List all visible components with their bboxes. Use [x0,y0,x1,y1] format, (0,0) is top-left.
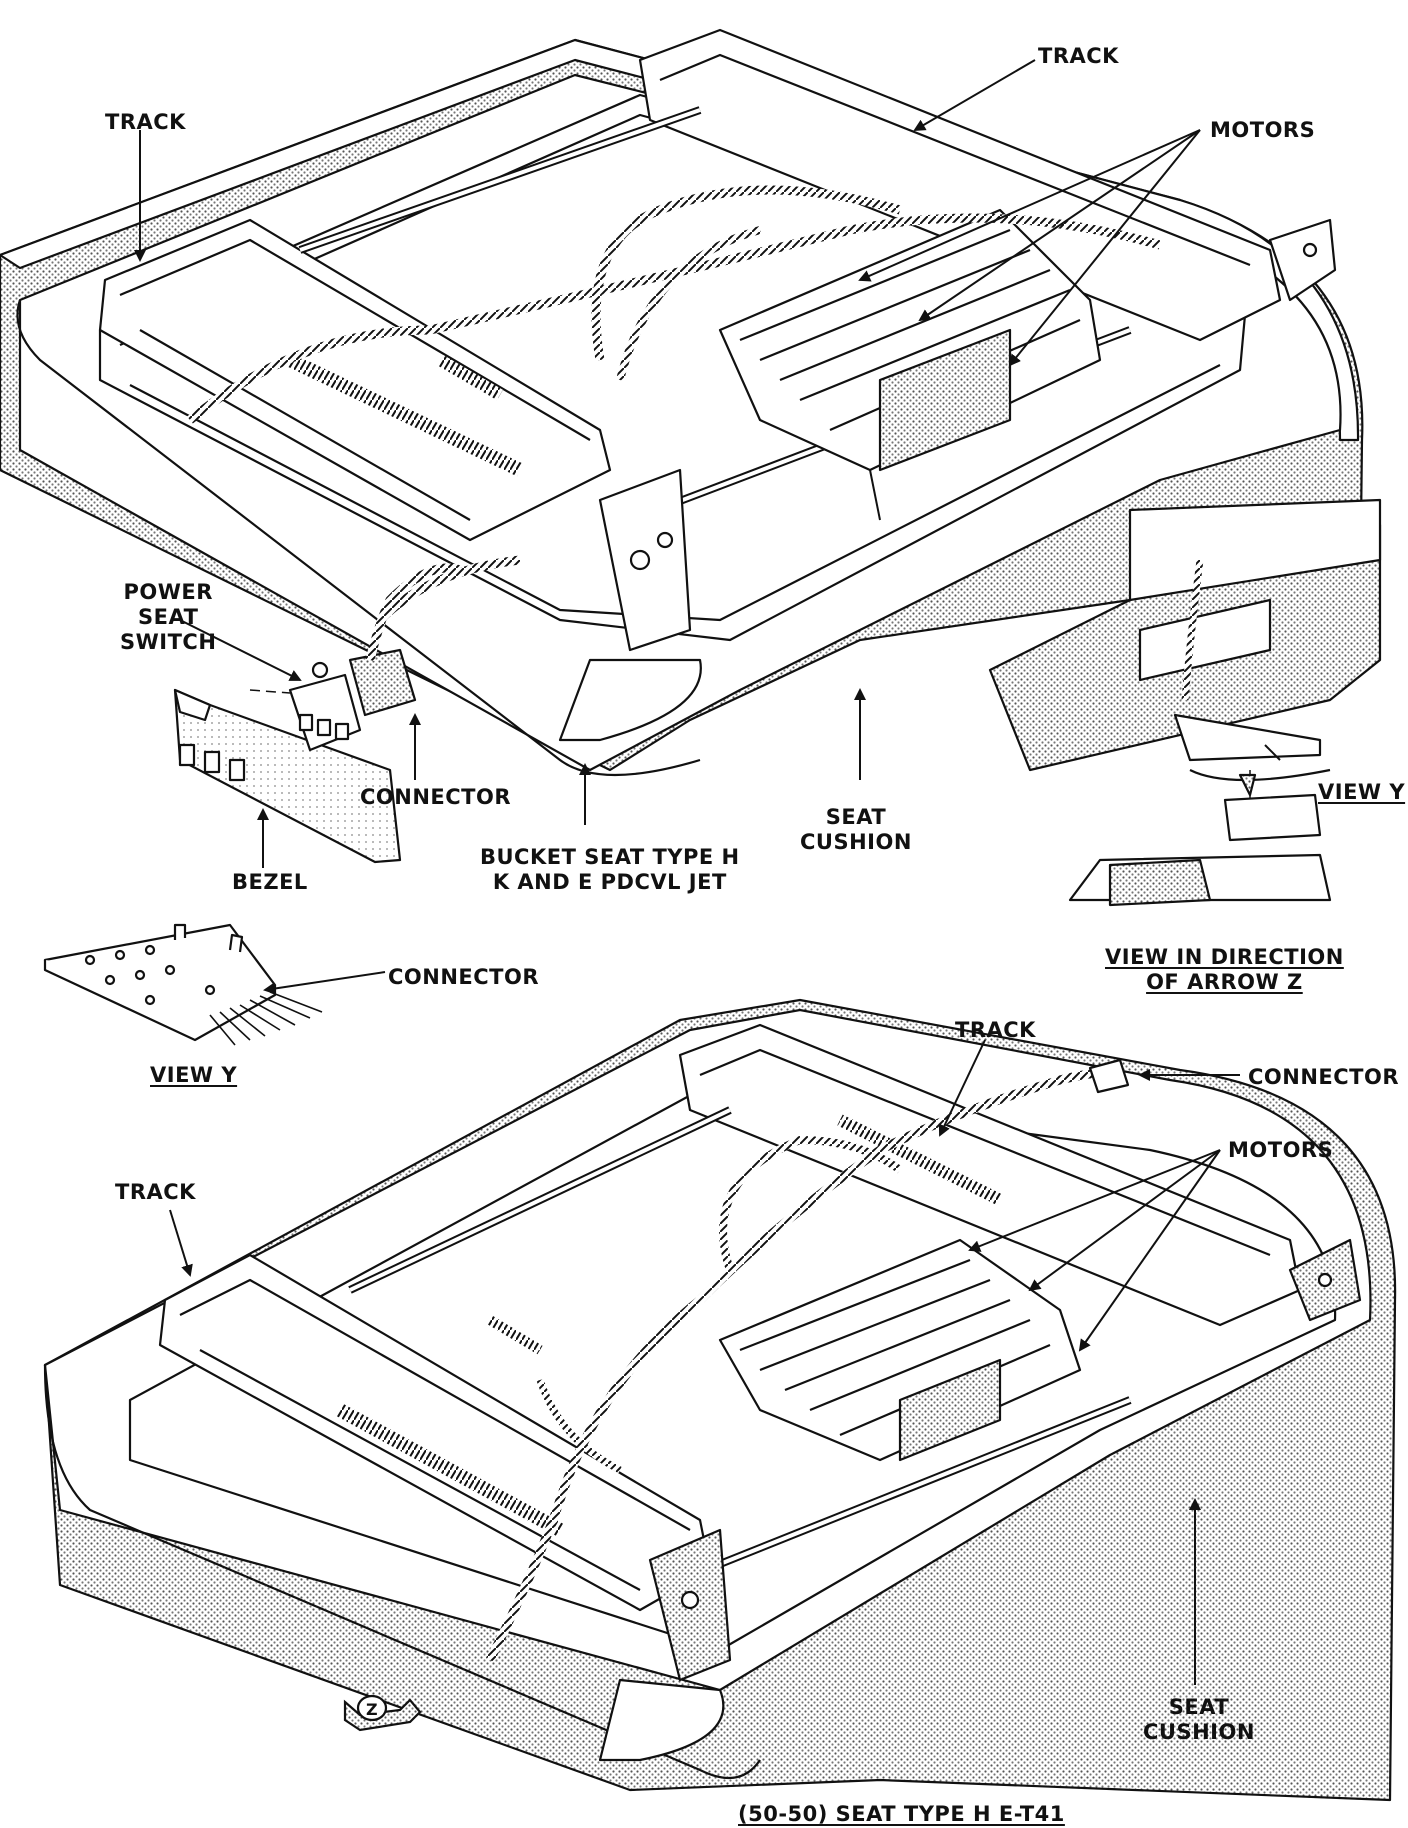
top-seat-assembly [0,28,1364,777]
seat-cushion-bottom-line-1: SEAT [1168,1695,1230,1719]
power-seat-switch-line-3: SWITCH [120,630,217,654]
label-bucket-seat-caption: BUCKET SEAT TYPE H K AND E PDCVL JET [480,845,740,895]
top-harness [187,213,1162,424]
label-motors-bottom: MOTORS [1228,1138,1334,1162]
label-seat-cushion-top: SEAT CUSHION [800,805,912,855]
leader-lines [134,59,1281,1685]
label-track-bottom-left: TRACK [115,1180,196,1204]
label-motors-top: MOTORS [1210,118,1316,142]
seat-cushion-top-line-2: CUSHION [800,830,912,854]
label-track-top-right: TRACK [1038,44,1119,68]
label-track-bottom-right: TRACK [955,1018,1036,1042]
label-view-y-left: VIEW Y [150,1063,238,1087]
view-in-direction-line-1: VIEW IN DIRECTION [1105,945,1344,969]
label-connector-bottom-right: CONNECTOR [1248,1065,1400,1089]
view-y-detail [43,923,323,1046]
bottom-harness [485,1068,1113,1663]
top-right-track [638,28,1282,342]
label-connector-left: CONNECTOR [388,965,540,989]
seat-cushion-bottom-line-2: CUSHION [1143,1720,1255,1744]
view-in-direction-line-2: OF ARROW Z [1146,970,1303,994]
label-view-in-direction: VIEW IN DIRECTION OF ARROW Z [1105,945,1344,995]
label-track-top-left: TRACK [105,110,186,134]
label-seat-cushion-bottom: SEAT CUSHION [1143,1695,1255,1745]
arrow-z-symbol: Z [343,1694,422,1732]
top-left-track [98,218,612,542]
switch-and-bezel [173,563,462,864]
label-view-y-right: VIEW Y [1318,780,1406,804]
label-bezel: BEZEL [232,870,308,894]
bezel-part [173,688,402,864]
bucket-seat-caption-line-2: K AND E PDCVL JET [492,870,727,894]
seat-cushion-top-line-1: SEAT [825,805,887,829]
bottom-seat-assembly [43,998,1397,1802]
switch-connector-part [348,648,417,717]
power-seat-switch-line-1: POWER [123,580,213,604]
view-z-detail [988,498,1382,907]
label-bottom-caption: (50-50) SEAT TYPE H E-T41 [738,1802,1065,1826]
power-seat-switch-line-2: SEAT [138,605,199,629]
label-power-seat-switch: POWER SEAT SWITCH [120,580,216,655]
arrow-z-letter: Z [366,1700,378,1719]
label-connector-mid: CONNECTOR [360,785,512,809]
bucket-seat-caption-line-1: BUCKET SEAT TYPE H [480,845,740,869]
